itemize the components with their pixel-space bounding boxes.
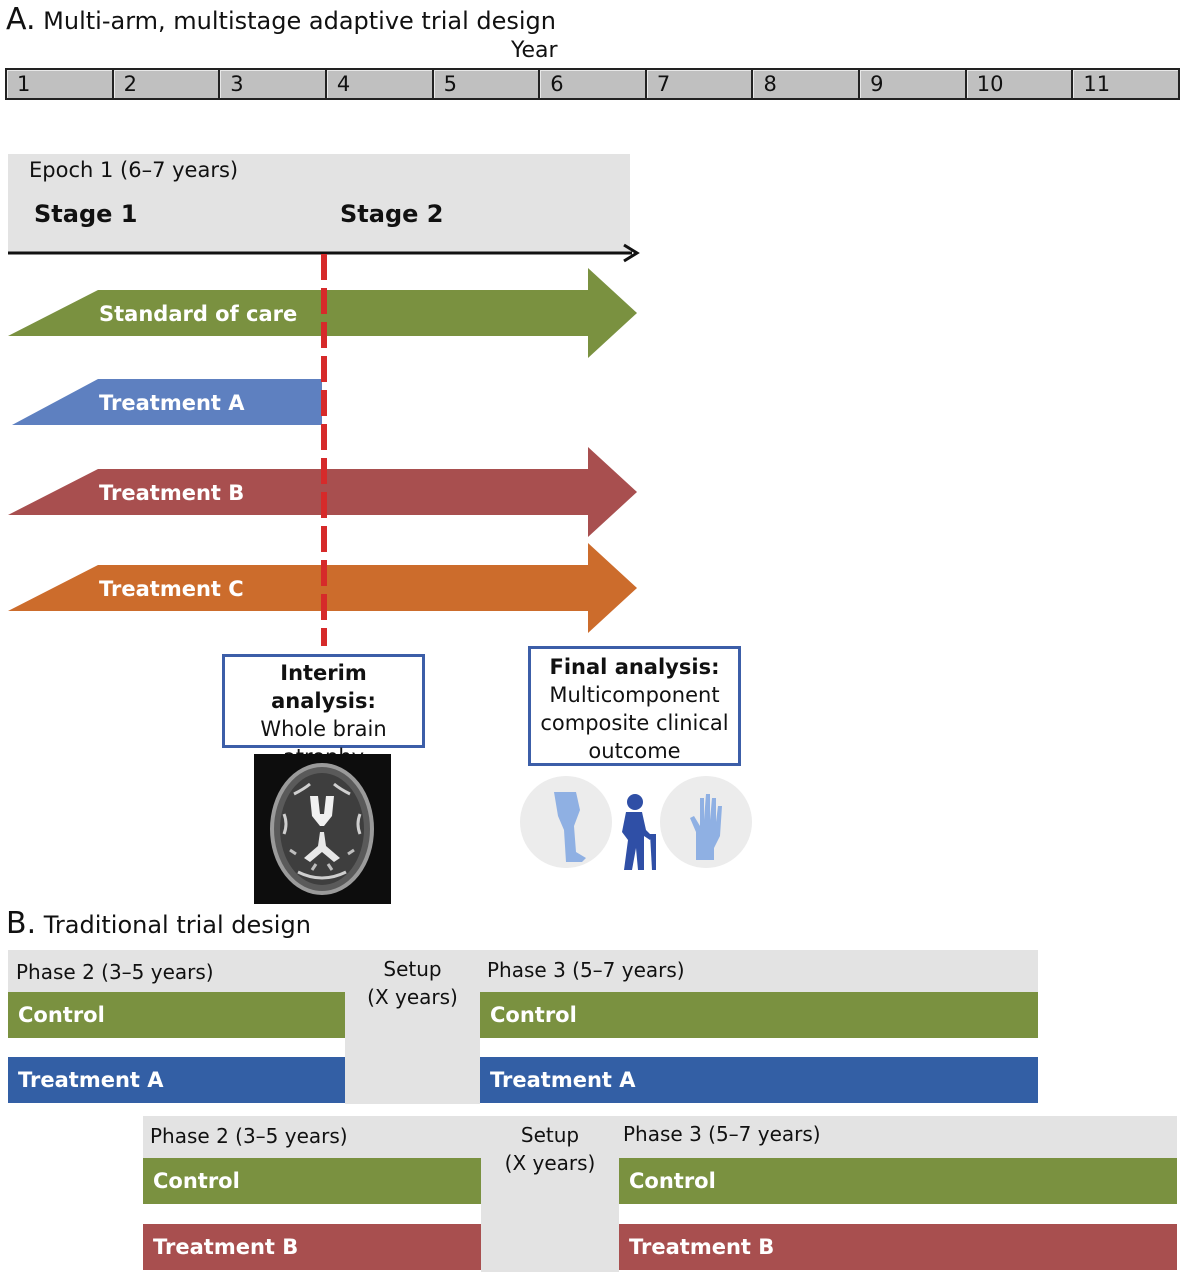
setup-label-line: (X years) bbox=[504, 1151, 596, 1175]
panel-a-title: A. Multi-arm, multistage adaptive trial … bbox=[6, 2, 556, 37]
setup-label-line: Setup bbox=[383, 957, 442, 981]
arm-label: Treatment A bbox=[99, 391, 245, 415]
phase3-treatment-a-bar: Treatment A bbox=[480, 1057, 1038, 1103]
timeline-arrowhead-icon bbox=[623, 243, 640, 263]
year-cell: 10 bbox=[966, 70, 1074, 98]
phase3-control-bar: Control bbox=[619, 1158, 1177, 1204]
year-cell: 2 bbox=[113, 70, 221, 98]
brain-mri-icon bbox=[254, 754, 391, 904]
final-line: Multicomponent bbox=[549, 683, 720, 707]
setup-label: Setup (X years) bbox=[481, 1121, 619, 1177]
panel-a-title-text: Multi-arm, multistage adaptive trial des… bbox=[43, 7, 556, 35]
final-line: outcome bbox=[588, 739, 681, 763]
timeline-axis bbox=[8, 243, 640, 263]
arm-label: Standard of care bbox=[99, 302, 297, 326]
stage-2-label: Stage 2 bbox=[340, 200, 444, 228]
arm-arrow-treatment-a bbox=[12, 379, 322, 425]
final-analysis-box: Final analysis: Multicomponent composite… bbox=[528, 646, 741, 766]
final-heading: Final analysis: bbox=[549, 655, 720, 679]
clinical-outcome-icons bbox=[520, 776, 752, 870]
phase3-control-bar: Control bbox=[480, 992, 1038, 1038]
leg-icon bbox=[554, 792, 586, 862]
setup-label: Setup (X years) bbox=[345, 955, 480, 1011]
panel-a-letter: A. bbox=[6, 2, 36, 37]
phase2-control-bar: Control bbox=[8, 992, 345, 1038]
year-cell: 8 bbox=[753, 70, 861, 98]
year-cell: 11 bbox=[1073, 70, 1179, 98]
setup-block bbox=[481, 1116, 619, 1272]
year-cell: 3 bbox=[220, 70, 327, 98]
final-line: composite clinical bbox=[540, 711, 729, 735]
epoch-label: Epoch 1 (6–7 years) bbox=[29, 158, 239, 182]
setup-block bbox=[345, 950, 480, 1104]
year-cell: 6 bbox=[540, 70, 647, 98]
interim-line: Whole brain bbox=[260, 717, 387, 741]
phase3-header-bg bbox=[480, 950, 1038, 992]
phase2-treatment-a-bar: Treatment A bbox=[8, 1057, 345, 1103]
year-cell: 9 bbox=[860, 70, 967, 98]
interim-heading: Interim analysis: bbox=[271, 661, 376, 713]
interim-analysis-box: Interim analysis: Whole brain atrophy bbox=[222, 654, 425, 769]
panel-b-title-text: Traditional trial design bbox=[43, 911, 311, 939]
phase2-header-bg bbox=[143, 1116, 481, 1158]
panel-b-title: B. Traditional trial design bbox=[6, 906, 311, 941]
phase3-label: Phase 3 (5–7 years) bbox=[487, 958, 685, 982]
person-with-cane-icon bbox=[622, 794, 656, 870]
phase3-treatment-b-bar: Treatment B bbox=[619, 1224, 1177, 1270]
phase2-label: Phase 2 (3–5 years) bbox=[16, 960, 214, 984]
year-cell: 4 bbox=[326, 70, 434, 98]
arm-label: Treatment B bbox=[99, 481, 244, 505]
phase3-header-bg bbox=[619, 1116, 1177, 1158]
year-axis-label: Year bbox=[511, 38, 558, 63]
setup-label-line: (X years) bbox=[367, 985, 458, 1009]
phase3-label: Phase 3 (5–7 years) bbox=[623, 1122, 821, 1146]
stage-1-label: Stage 1 bbox=[34, 200, 138, 228]
phase2-label: Phase 2 (3–5 years) bbox=[150, 1124, 348, 1148]
year-cell: 7 bbox=[646, 70, 754, 98]
phase2-header-bg bbox=[8, 950, 345, 992]
phase2-treatment-b-bar: Treatment B bbox=[143, 1224, 481, 1270]
year-ruler: 1 2 3 4 5 6 7 8 9 10 11 bbox=[5, 68, 1180, 100]
phase2-control-bar: Control bbox=[143, 1158, 481, 1204]
panel-b-letter: B. bbox=[6, 906, 37, 941]
traditional-trial-b: Phase 2 (3–5 years) Setup (X years) Phas… bbox=[143, 1116, 1177, 1272]
epoch-box bbox=[8, 154, 630, 252]
arm-arrow-treatment-c bbox=[8, 543, 637, 633]
year-cell: 5 bbox=[433, 70, 541, 98]
traditional-trial-a: Phase 2 (3–5 years) Setup (X years) Phas… bbox=[8, 950, 1038, 1104]
arm-label: Treatment C bbox=[99, 577, 244, 601]
setup-label-line: Setup bbox=[520, 1123, 580, 1147]
year-cell: 1 bbox=[7, 70, 114, 98]
hand-icon bbox=[690, 794, 722, 860]
